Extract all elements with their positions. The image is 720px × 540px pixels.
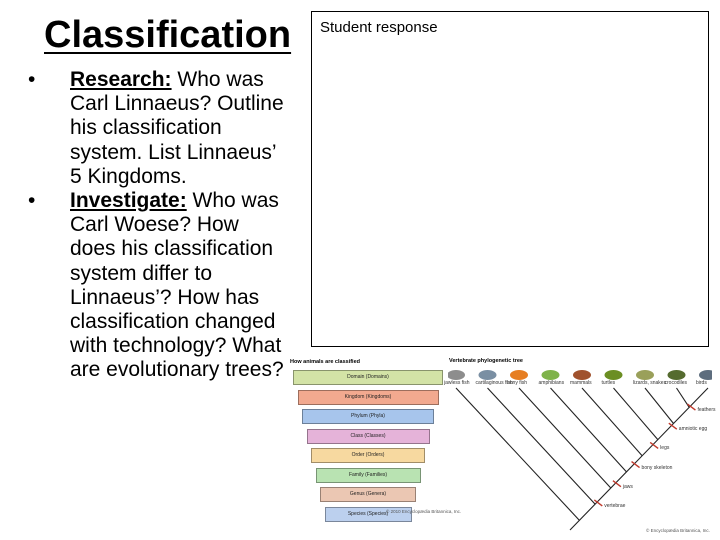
student-response-box[interactable]: Student response bbox=[311, 11, 709, 347]
tree-animal-picture bbox=[604, 370, 623, 380]
tree-trait-label: bony skeleton bbox=[641, 464, 673, 471]
task-research-lead: Research: bbox=[70, 68, 172, 91]
pyramid-level: Domain (Domains) bbox=[293, 370, 443, 385]
tree-branch bbox=[613, 387, 659, 440]
tree-trait-tick bbox=[649, 441, 659, 449]
pyramid-level: Order (Orders) bbox=[311, 448, 425, 463]
tree-species-label: lizards, snakes bbox=[633, 380, 667, 386]
tree-trait-tick bbox=[593, 499, 603, 507]
tree-trait-label: vertebrae bbox=[604, 502, 626, 509]
task-research: Research: Who was Carl Linnaeus? Outline… bbox=[28, 68, 290, 189]
tree-title: Vertebrate phylogenetic tree bbox=[449, 358, 523, 364]
tree-species-label: cartilaginous fish bbox=[475, 380, 513, 386]
slide-title: Classification bbox=[44, 14, 292, 56]
tree-trait-tick bbox=[687, 403, 696, 411]
tree-spine bbox=[569, 387, 709, 531]
tree-species-label: jawless fish bbox=[444, 380, 470, 386]
pyramid-level: Genus (Genera) bbox=[320, 487, 416, 502]
tree-animal-picture bbox=[448, 370, 465, 380]
pyramid-level: Kingdom (Kingdoms) bbox=[297, 389, 439, 405]
tree-species-label: mammals bbox=[570, 380, 592, 386]
tree-branch bbox=[487, 387, 596, 505]
task-research-text: Who was Carl Linnaeus? Outline his class… bbox=[70, 68, 284, 188]
tree-trait-tick bbox=[612, 480, 622, 488]
tree-animal-picture bbox=[636, 370, 654, 380]
task-investigate-lead: Investigate: bbox=[70, 189, 187, 213]
pyramid-level: Phylum (Phyla) bbox=[302, 409, 434, 424]
tree-trait-label: feathers bbox=[697, 407, 716, 414]
tree-branch bbox=[455, 387, 580, 521]
pyramid-level: Class (Classes) bbox=[306, 428, 430, 444]
tree-animal-picture bbox=[667, 370, 686, 380]
tree-trait-label: legs bbox=[660, 445, 670, 452]
tree-species-label: bony fish bbox=[507, 380, 528, 386]
tree-trait-label: amniotic egg bbox=[678, 426, 708, 433]
tree-branch bbox=[644, 387, 674, 424]
tree-trait-tick bbox=[631, 460, 640, 469]
tree-species-label: crocodiles bbox=[664, 380, 688, 386]
tree-trait-label: jaws bbox=[622, 483, 633, 490]
pyramid-level: Family (Families) bbox=[315, 467, 421, 483]
task-investigate: Investigate: Who was Carl Woese? How doe… bbox=[28, 189, 290, 383]
pyramid-level: Species (Species) bbox=[324, 506, 412, 522]
tree-animal-picture bbox=[573, 370, 591, 380]
tree-animal-picture bbox=[699, 370, 712, 380]
task-list: Research: Who was Carl Linnaeus? Outline… bbox=[28, 68, 290, 383]
tree-animal-picture bbox=[541, 370, 560, 380]
tree-branch bbox=[518, 387, 612, 489]
tree-species-label: amphibians bbox=[538, 380, 565, 386]
tree-branch bbox=[676, 387, 690, 408]
tree-trait-tick bbox=[668, 422, 678, 430]
task-investigate-text: Who was Carl Woese? How does his classif… bbox=[70, 189, 284, 382]
tree-species-label: birds bbox=[696, 380, 707, 386]
tree-branch bbox=[550, 387, 627, 473]
student-response-label: Student response bbox=[320, 19, 438, 36]
tree-species-label: turtles bbox=[601, 380, 616, 386]
phylogenetic-tree-diagram bbox=[448, 370, 712, 531]
tree-animal-picture bbox=[478, 370, 497, 380]
tree-animal-picture bbox=[510, 370, 528, 380]
tree-credit: © Encyclopædia Britannica, Inc. bbox=[646, 528, 710, 533]
pyramid-title: How animals are classified bbox=[290, 359, 361, 365]
pyramid-credit: © 2010 Encyclopædia Britannica, Inc. bbox=[386, 509, 462, 514]
tree-branch bbox=[581, 387, 643, 457]
